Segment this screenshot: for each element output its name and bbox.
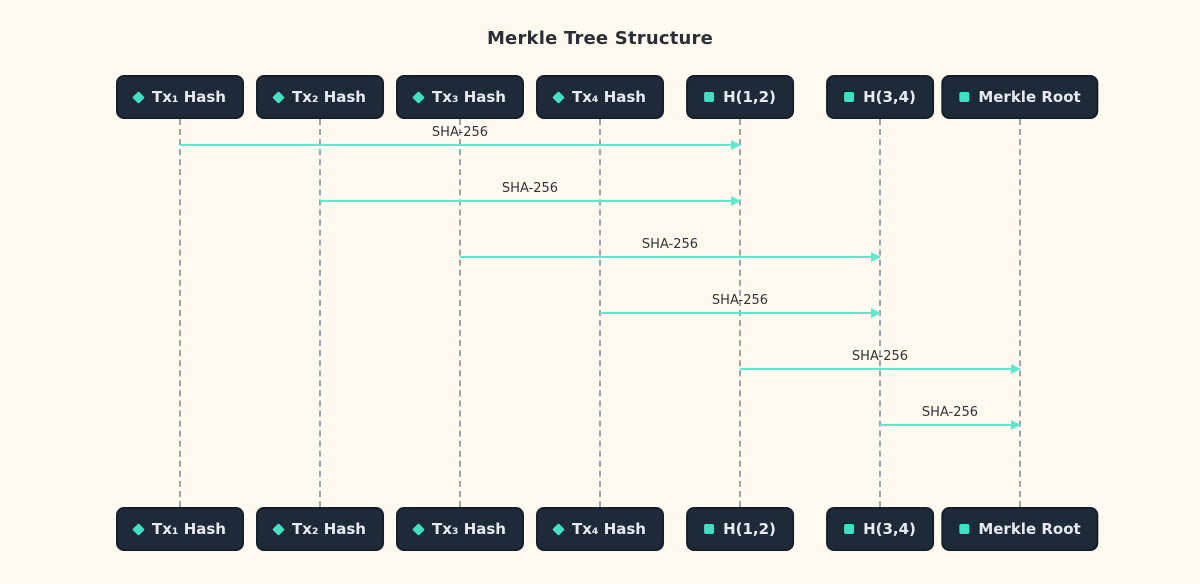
arrowhead-icon [1011,364,1021,374]
actor-tx1-hash-bottom: Tx₁ Hash [116,507,244,551]
square-icon [959,92,970,102]
lifeline-merkle-root [1019,119,1021,507]
actor-label: H(1,2) [723,88,776,106]
actor-label: Tx₂ Hash [292,88,366,106]
diamond-icon [412,522,425,536]
diamond-icon [272,522,285,536]
message-arrow [740,364,1021,374]
actor-tx4-hash-top: Tx₄ Hash [536,75,664,119]
message-arrow [600,308,881,318]
diamond-icon [552,90,565,104]
actor-tx3-hash-bottom: Tx₃ Hash [396,507,524,551]
actor-label: Tx₄ Hash [572,88,646,106]
square-icon [844,92,855,102]
square-icon [844,524,855,534]
arrowhead-icon [871,308,881,318]
message-label: SHA-256 [851,349,909,364]
actor-tx2-hash-bottom: Tx₂ Hash [256,507,384,551]
arrowhead-icon [731,140,741,150]
diagram-title: Merkle Tree Structure [486,28,714,49]
actor-label: H(3,4) [863,520,916,538]
actor-h34-top: H(3,4) [826,75,934,119]
actor-tx3-hash-top: Tx₃ Hash [396,75,524,119]
message-label: SHA-256 [641,237,699,252]
actor-h12-top: H(1,2) [686,75,794,119]
arrowhead-icon [1011,420,1021,430]
message-label: SHA-256 [431,125,489,140]
lifeline-tx3 [459,119,461,507]
arrowhead-icon [871,252,881,262]
square-icon [704,92,715,102]
message-arrow [460,252,881,262]
message-label: SHA-256 [711,293,769,308]
square-icon [704,524,715,534]
square-icon [959,524,970,534]
actor-label: Merkle Root [978,520,1081,538]
diamond-icon [132,522,145,536]
actor-label: Tx₁ Hash [152,88,226,106]
message-arrow [320,196,741,206]
actor-label: Merkle Root [978,88,1081,106]
message-tx3-to-h34: SHA-256 [460,237,881,262]
message-tx1-to-h12: SHA-256 [180,125,741,150]
actor-label: Tx₁ Hash [152,520,226,538]
message-label: SHA-256 [921,405,979,420]
message-label: SHA-256 [501,181,559,196]
actor-tx4-hash-bottom: Tx₄ Hash [536,507,664,551]
diamond-icon [272,90,285,104]
lifeline-tx1 [179,119,181,507]
actor-tx1-hash-top: Tx₁ Hash [116,75,244,119]
actor-h34-bottom: H(3,4) [826,507,934,551]
message-tx2-to-h12: SHA-256 [320,181,741,206]
message-tx4-to-h34: SHA-256 [600,293,881,318]
actor-label: H(3,4) [863,88,916,106]
actor-label: Tx₃ Hash [432,88,506,106]
actor-label: Tx₄ Hash [572,520,646,538]
diamond-icon [132,90,145,104]
actor-label: Tx₃ Hash [432,520,506,538]
message-h12-to-merkle-root: SHA-256 [740,349,1021,374]
actor-merkle-root-top: Merkle Root [941,75,1099,119]
diamond-icon [412,90,425,104]
message-arrow [180,140,741,150]
actor-label: H(1,2) [723,520,776,538]
message-arrow [880,420,1021,430]
arrowhead-icon [731,196,741,206]
diamond-icon [552,522,565,536]
actor-tx2-hash-top: Tx₂ Hash [256,75,384,119]
actor-label: Tx₂ Hash [292,520,366,538]
lifeline-tx2 [319,119,321,507]
actor-h12-bottom: H(1,2) [686,507,794,551]
actor-merkle-root-bottom: Merkle Root [941,507,1099,551]
message-h34-to-merkle-root: SHA-256 [880,405,1021,430]
